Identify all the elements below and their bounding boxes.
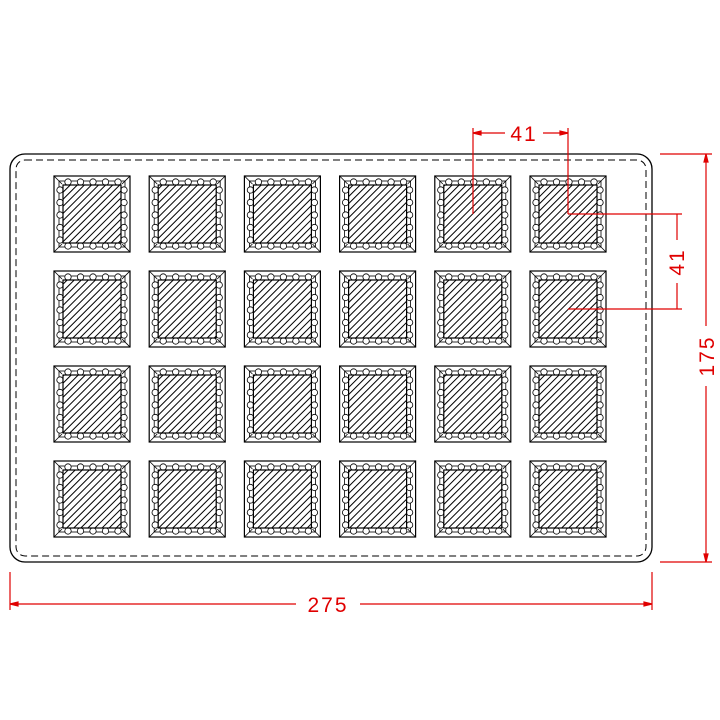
cavity-cell: [148, 175, 226, 253]
cavity-cell: [339, 460, 417, 538]
cavity-cell: [148, 365, 226, 443]
cavity-cell: [529, 365, 607, 443]
cavity-cell: [339, 175, 417, 253]
cavity-cell: [53, 365, 131, 443]
cavity-grid: [53, 175, 607, 538]
cavity-cell: [53, 175, 131, 253]
dimension-width-label: 275: [307, 594, 348, 617]
cavity-cell: [434, 270, 512, 348]
cavity-cell: [53, 460, 131, 538]
cavity-cell: [529, 460, 607, 538]
cavity-cell: [243, 175, 321, 253]
cavity-cell: [339, 365, 417, 443]
dimension-height-label: 175: [696, 335, 719, 376]
dimension-pitch-x: [472, 128, 569, 214]
cavity-cell: [339, 270, 417, 348]
cavity-cell: [53, 270, 131, 348]
cavity-cell: [243, 270, 321, 348]
dimension-pitch-y: [568, 213, 682, 310]
cavity-cell: [434, 365, 512, 443]
cavity-cell: [243, 460, 321, 538]
tray-inner-dashed: [15, 159, 647, 557]
dimension-width: [9, 572, 653, 610]
cavity-cell: [148, 460, 226, 538]
cavity-cell: [434, 460, 512, 538]
cavity-cell: [243, 365, 321, 443]
dimension-pitch-y-label: 41: [666, 248, 689, 275]
dimension-pitch-x-label: 41: [510, 123, 537, 146]
cavity-cell: [148, 270, 226, 348]
dimension-height: [660, 153, 712, 563]
tray-outline: [9, 153, 653, 563]
